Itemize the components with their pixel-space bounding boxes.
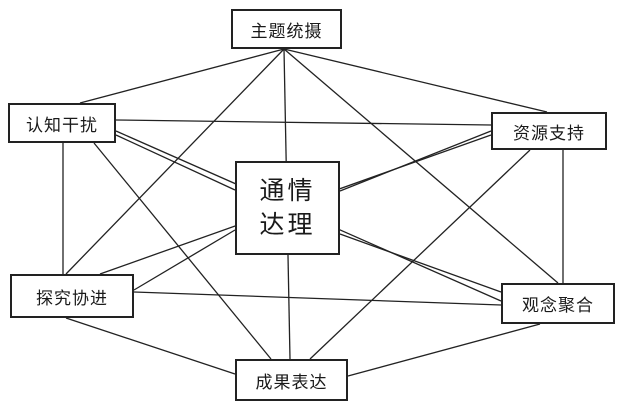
node-center-line2: 达理 bbox=[259, 210, 316, 239]
node-theme-integration: 主题统摄 bbox=[231, 9, 342, 49]
edge-top-right bbox=[283, 48, 548, 113]
edge-left-center bbox=[115, 134, 236, 191]
node-outcome-expression: 成果表达 bbox=[235, 359, 348, 401]
edge-center-bottomright bbox=[339, 233, 502, 293]
edge-center-bottomleft bbox=[133, 229, 236, 291]
node-concept-convergence: 观念聚合 bbox=[501, 283, 615, 324]
edge-right-center bbox=[339, 130, 492, 192]
edge-left-right bbox=[115, 119, 492, 126]
node-inquiry-collaboration-label: 探究协进 bbox=[36, 288, 108, 309]
edge-top-left bbox=[79, 48, 285, 104]
node-theme-integration-label: 主题统摄 bbox=[250, 21, 323, 42]
node-concept-convergence-label: 观念聚合 bbox=[522, 296, 594, 316]
edge-bottomright-bottom bbox=[347, 323, 541, 377]
node-center: 通情 达理 bbox=[235, 161, 340, 255]
node-inquiry-collaboration: 探究协进 bbox=[10, 274, 134, 318]
edge-top-bottomright bbox=[283, 48, 559, 284]
node-resource-support: 资源支持 bbox=[491, 112, 607, 150]
node-resource-support-label: 资源支持 bbox=[513, 123, 585, 144]
node-center-line1: 通情 bbox=[259, 176, 316, 205]
node-cognitive-interference-label: 认知干扰 bbox=[26, 115, 98, 136]
node-outcome-expression-label: 成果表达 bbox=[255, 372, 328, 393]
edge-bottomleft-bottom bbox=[65, 317, 236, 375]
edge-right-bottom bbox=[309, 149, 531, 360]
node-cognitive-interference: 认知干扰 bbox=[8, 103, 116, 143]
edge-bottomleft-bottomright bbox=[133, 291, 502, 306]
edge-left-bottom bbox=[93, 142, 272, 360]
edge-top-bottomleft bbox=[65, 48, 285, 275]
